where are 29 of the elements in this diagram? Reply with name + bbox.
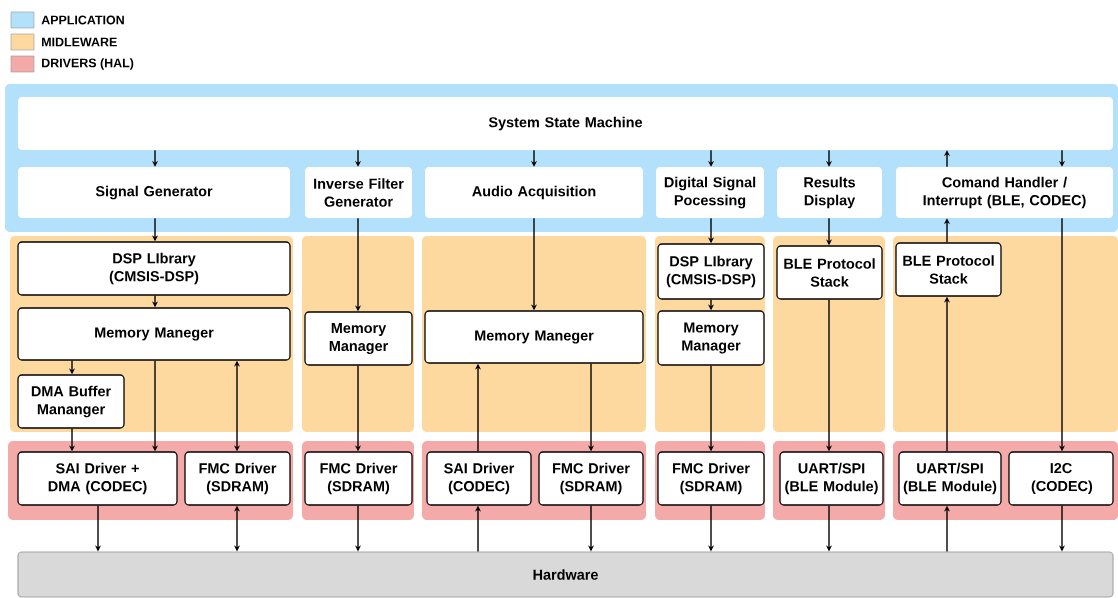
hardware-bar: Hardware [17, 551, 1114, 598]
module-box: FMC Driver (SDRAM) [538, 451, 644, 506]
module-box: SAI Driver (CODEC) [426, 451, 532, 506]
module-box: Digital Signal Pocessing [656, 167, 764, 218]
module-box: Memory Manager [657, 310, 765, 366]
module-box: FMC Driver (SDRAM) [657, 451, 765, 506]
legend-label: MIDLEWARE [42, 37, 117, 47]
module-box: DMA Buffer Mananger [17, 374, 125, 429]
module-box: UART/SPI (BLE Module) [898, 451, 1002, 506]
module-box: Inverse Filter Generator [305, 167, 412, 218]
module-box: Comand Handler / Interrupt (BLE, CODEC) [896, 167, 1113, 218]
module-box: BLE Protocol Stack [776, 245, 883, 300]
module-box: FMC Driver (SDRAM) [304, 451, 413, 506]
module-box: Memory Manager [304, 311, 413, 366]
legend-label: APPLICATION [41, 15, 124, 25]
module-box: Signal Generator [18, 167, 290, 218]
module-box: FMC Driver (SDRAM) [184, 451, 291, 506]
module-box: DSP LIbrary (CMSIS-DSP) [17, 241, 291, 296]
module-box: I2C (CODEC) [1008, 451, 1114, 506]
module-box: Audio Acquisition [425, 167, 643, 218]
module-box: Memory Maneger [424, 310, 644, 364]
module-box: System State Machine [18, 97, 1113, 150]
module-box: SAI Driver + DMA (CODEC) [17, 451, 178, 506]
module-box: Memory Maneger [17, 307, 291, 361]
module-box: DSP LIbrary (CMSIS-DSP) [657, 243, 765, 300]
module-box: BLE Protocol Stack [895, 242, 1002, 297]
legend-label: DRIVERS (HAL) [42, 58, 134, 70]
module-box: UART/SPI (BLE Module) [779, 451, 884, 506]
module-box: Results Display [777, 167, 882, 218]
